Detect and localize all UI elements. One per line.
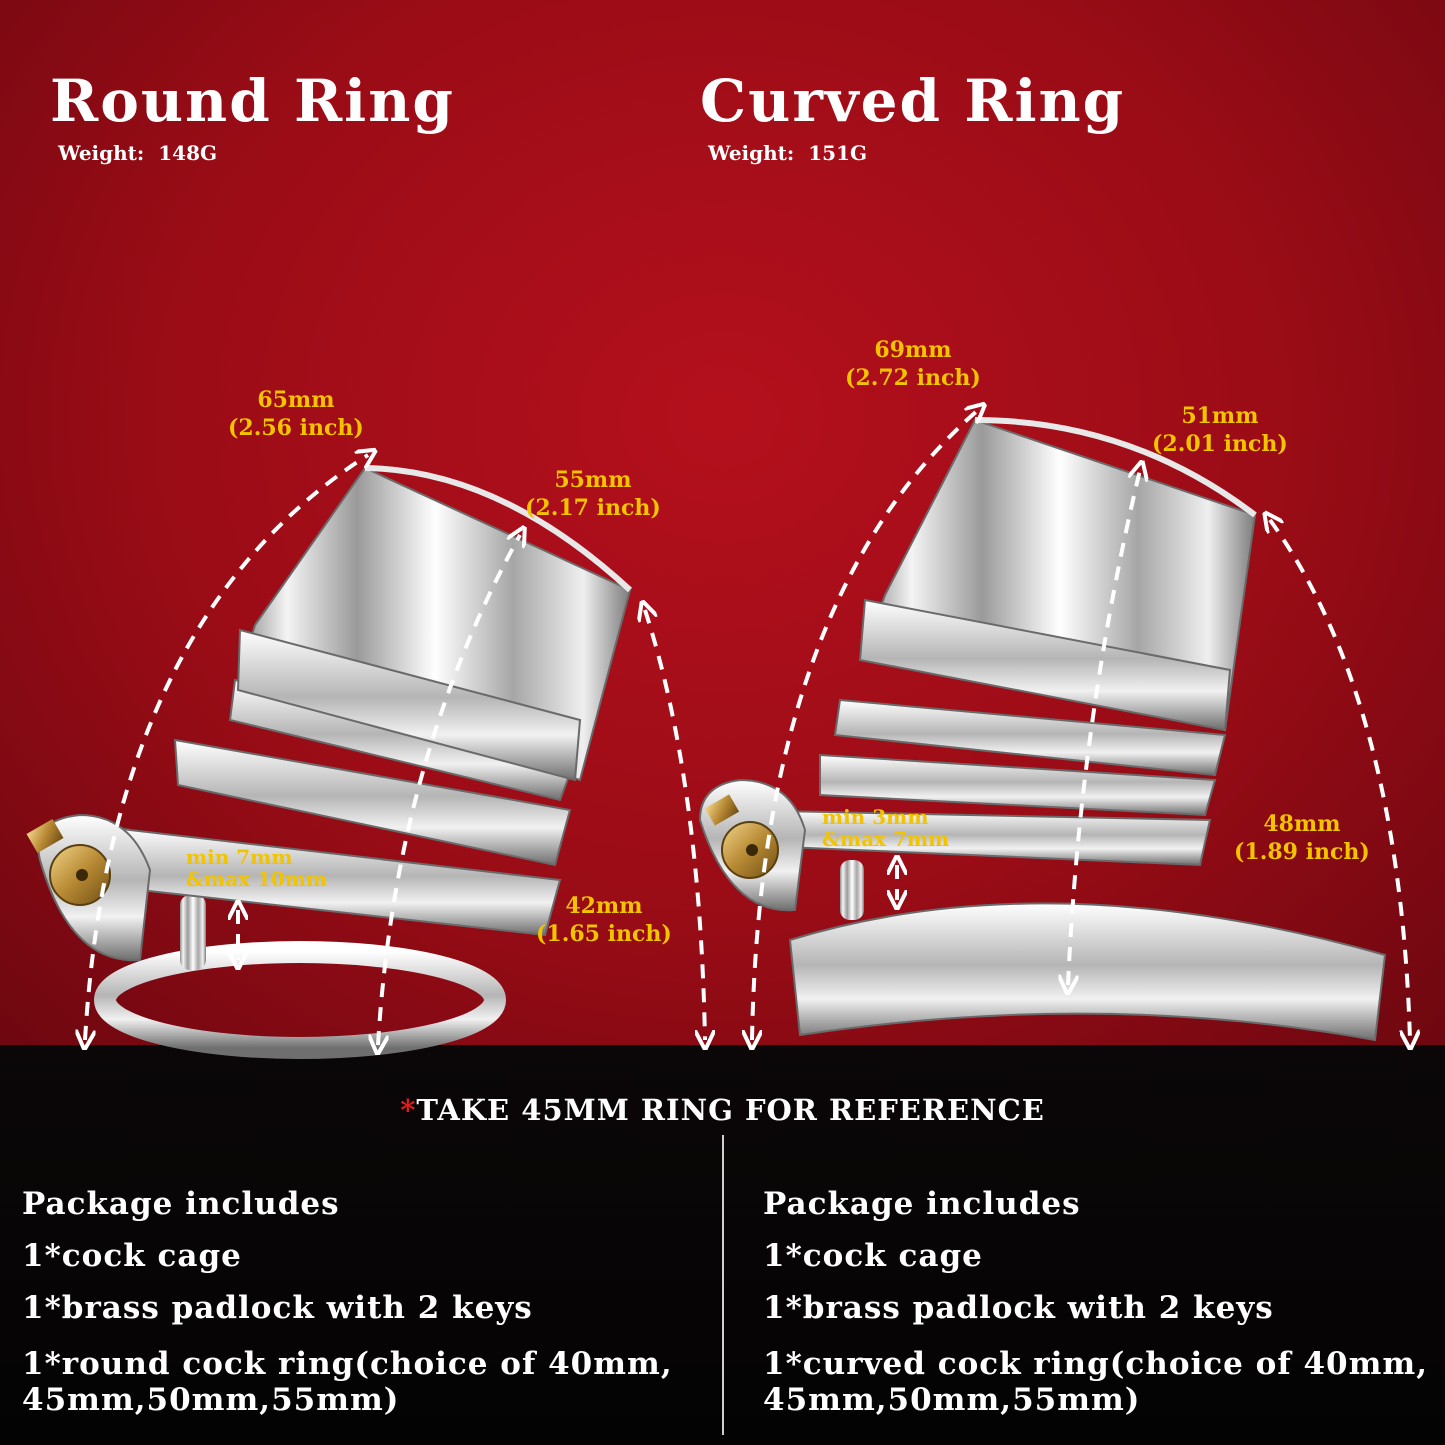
weight-value: 148G <box>158 141 218 165</box>
dimension-mm: 65mm <box>257 387 335 413</box>
reference-text: TAKE 45MM RING FOR REFERENCE <box>416 1093 1045 1127</box>
dimension-mm: 55mm <box>554 467 632 493</box>
package-item: 1*brass padlock with 2 keys <box>22 1290 533 1326</box>
dimension-arrows <box>85 410 1410 1045</box>
package-item: 1*cock cage <box>763 1238 983 1274</box>
package-heading: Package includes <box>763 1186 1081 1222</box>
gap-max: &max 10mm <box>186 867 328 891</box>
round-inner-dimension: 42mm (1.65 inch) <box>536 892 672 948</box>
curved-ring-weight: Weight: 151G <box>708 143 867 163</box>
package-list-right: Package includes 1*cock cage 1*brass pad… <box>763 1178 1433 1418</box>
round-gap-dimension: min 7mm &max 10mm <box>186 846 327 890</box>
curved-ring-cage <box>698 417 1387 1042</box>
round-ring-weight: Weight: 148G <box>58 143 217 163</box>
package-item: 1*cock cage <box>22 1238 242 1274</box>
round-ring-cage <box>26 465 633 1059</box>
dimension-inch: (2.01 inch) <box>1152 431 1288 457</box>
dimension-inch: (2.17 inch) <box>525 495 661 521</box>
round-height-dimension: 55mm (2.17 inch) <box>525 466 661 522</box>
dimension-mm: 42mm <box>565 893 643 919</box>
round-length-dimension: 65mm (2.56 inch) <box>228 386 364 442</box>
dimension-inch: (2.72 inch) <box>845 365 981 391</box>
dimension-inch: (2.56 inch) <box>228 415 364 441</box>
weight-label: Weight: <box>58 141 145 165</box>
dimension-mm: 48mm <box>1263 811 1341 837</box>
package-item: 1*round cock ring(choice of 40mm, 45mm,5… <box>22 1346 673 1418</box>
reference-note: *TAKE 45MM RING FOR REFERENCE <box>0 1093 1445 1127</box>
weight-label: Weight: <box>708 141 795 165</box>
dimension-inch: (1.89 inch) <box>1234 839 1370 865</box>
gap-max: &max 7mm <box>822 827 950 851</box>
curved-ring-title: Curved Ring <box>700 67 1126 135</box>
package-item: 1*brass padlock with 2 keys <box>763 1290 1274 1326</box>
dimension-inch: (1.65 inch) <box>536 921 672 947</box>
package-item: 1*curved cock ring(choice of 40mm, 45mm,… <box>763 1346 1429 1418</box>
package-heading: Package includes <box>22 1186 340 1222</box>
dimension-mm: 69mm <box>874 337 952 363</box>
gap-min: min 7mm <box>186 845 293 869</box>
dimension-mm: 51mm <box>1181 403 1259 429</box>
curved-length-dimension: 69mm (2.72 inch) <box>845 336 981 392</box>
curved-height-dimension: 51mm (2.01 inch) <box>1152 402 1288 458</box>
package-divider <box>722 1135 724 1435</box>
gap-min: min 3mm <box>822 805 929 829</box>
curved-inner-dimension: 48mm (1.89 inch) <box>1234 810 1370 866</box>
package-list-left: Package includes 1*cock cage 1*brass pad… <box>22 1178 712 1418</box>
curved-gap-dimension: min 3mm &max 7mm <box>822 806 949 850</box>
round-ring-title: Round Ring <box>50 67 455 135</box>
weight-value: 151G <box>808 141 868 165</box>
asterisk: * <box>400 1093 417 1127</box>
